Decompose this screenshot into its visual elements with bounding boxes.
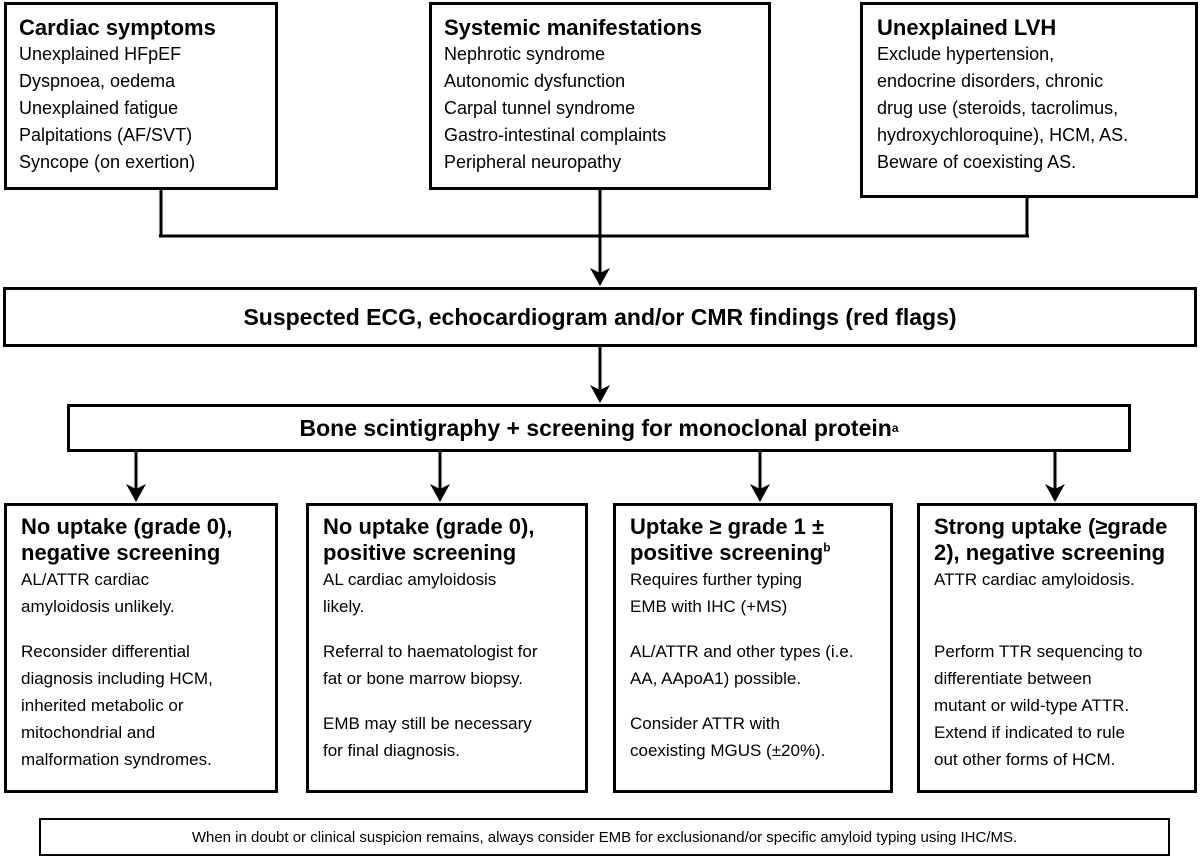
outcome-text-line: out other forms of HCM. (934, 750, 1116, 769)
systemic-manifestation-item: Peripheral neuropathy (444, 152, 622, 172)
outcome-text-line: AL/ATTR and other types (i.e. (630, 642, 854, 661)
lvh-text-line: Exclude hypertension, (877, 44, 1055, 64)
cardiac-symptom-item: Syncope (on exertion) (19, 152, 196, 172)
outcome-text-line: fat or bone marrow biopsy. (323, 669, 523, 688)
arrowhead-outcome-1 (126, 484, 146, 502)
red-flags-box: Suspected ECG, echocardiogram and/or CMR… (3, 287, 1197, 347)
systemic-manifestations-title: Systemic manifestations (444, 15, 702, 40)
systemic-manifestation-item: Nephrotic syndrome (444, 44, 606, 64)
outcome-text-line: Reconsider differential (21, 642, 190, 661)
arrowhead-outcome-4 (1045, 484, 1065, 502)
outcome-box-strong-uptake: Strong uptake (≥grade 2), negative scree… (917, 503, 1197, 793)
arrowhead-outcome-2 (430, 484, 450, 502)
outcome-title-line: Uptake ≥ grade 1 ± (630, 514, 825, 539)
cardiac-symptom-item: Unexplained fatigue (19, 98, 179, 118)
scintigraphy-box: Bone scintigraphy + screening for monocl… (67, 404, 1131, 452)
outcome-text-line: amyloidosis unlikely. (21, 597, 175, 616)
footer-note-box: When in doubt or clinical suspicion rema… (39, 818, 1170, 856)
outcome-text-line: EMB may still be necessary (323, 714, 532, 733)
outcome-text-line: likely. (323, 597, 365, 616)
outcome-text-line: malformation syndromes. (21, 750, 212, 769)
outcome-title-line: positive screening (323, 540, 517, 565)
systemic-manifestation-item: Gastro-intestinal complaints (444, 125, 667, 145)
arrowhead-red-flags (590, 268, 610, 286)
lvh-text-line: Beware of coexisting AS. (877, 152, 1077, 172)
arrowhead-scintigraphy (590, 385, 610, 403)
outcome-text-line: mitochondrial and (21, 723, 156, 742)
outcome-text-line: inherited metabolic or (21, 696, 184, 715)
cardiac-symptoms-title: Cardiac symptoms (19, 15, 216, 40)
outcome-text-line: Consider ATTR with (630, 714, 780, 733)
outcome-box-no-uptake-positive: No uptake (grade 0), positive screening … (306, 503, 588, 793)
outcome-text-line: diagnosis including HCM, (21, 669, 213, 688)
outcome-text-line: EMB with IHC (+MS) (630, 597, 788, 616)
unexplained-lvh-box: Unexplained LVH Exclude hypertension, en… (860, 2, 1198, 198)
lvh-text-line: endocrine disorders, chronic (877, 71, 1104, 91)
lvh-text-line: drug use (steroids, tacrolimus, (877, 98, 1119, 118)
outcome-box-no-uptake-negative: No uptake (grade 0), negative screening … (4, 503, 278, 793)
outcome-text-line: Extend if indicated to rule (934, 723, 1125, 742)
outcome-text-line: Requires further typing (630, 570, 802, 589)
outcome-footnote-mark: b (823, 540, 831, 555)
cardiac-symptom-item: Unexplained HFpEF (19, 44, 182, 64)
outcome-title-line: No uptake (grade 0), (21, 514, 233, 539)
arrowhead-outcome-3 (750, 484, 770, 502)
footer-note-text: When in doubt or clinical suspicion rema… (191, 828, 1018, 846)
outcome-text-line: for final diagnosis. (323, 741, 461, 760)
outcome-title-line: No uptake (grade 0), (323, 514, 535, 539)
lvh-text-line: hydroxychloroquine), HCM, AS. (877, 125, 1129, 145)
cardiac-symptom-item: Palpitations (AF/SVT) (19, 125, 193, 145)
outcome-text-line: AA, AApoA1) possible. (630, 669, 802, 688)
outcome-title-line: positive screeningb (630, 540, 878, 566)
systemic-manifestations-box: Systemic manifestations Nephrotic syndro… (429, 2, 771, 190)
outcome-text-line: mutant or wild-type ATTR. (934, 696, 1130, 715)
cardiac-symptoms-box: Cardiac symptoms Unexplained HFpEF Dyspn… (4, 2, 278, 190)
red-flags-text: Suspected ECG, echocardiogram and/or CMR… (243, 303, 957, 330)
systemic-manifestation-item: Carpal tunnel syndrome (444, 98, 636, 118)
outcome-box-uptake-grade1: Uptake ≥ grade 1 ± positive screeningb R… (613, 503, 893, 793)
scintigraphy-text: Bone scintigraphy + screening for monocl… (299, 414, 892, 441)
outcome-title-line: negative screening (21, 540, 221, 565)
outcome-text-line: Perform TTR sequencing to (934, 642, 1143, 661)
outcome-text-line: coexisting MGUS (±20%). (630, 741, 826, 760)
outcome-text-line: ATTR cardiac amyloidosis. (934, 570, 1135, 589)
outcome-text-line: AL cardiac amyloidosis (323, 570, 497, 589)
systemic-manifestation-item: Autonomic dysfunction (444, 71, 626, 91)
cardiac-symptom-item: Dyspnoea, oedema (19, 71, 176, 91)
outcome-text-line: differentiate between (934, 669, 1092, 688)
unexplained-lvh-title: Unexplained LVH (877, 15, 1057, 40)
outcome-text-line: Referral to haematologist for (323, 642, 538, 661)
outcome-title-line: Strong uptake (≥grade (934, 514, 1168, 539)
outcome-text-line: AL/ATTR cardiac (21, 570, 150, 589)
outcome-title-text: positive screening (630, 540, 824, 565)
outcome-title-line: 2), negative screening (934, 540, 1166, 565)
